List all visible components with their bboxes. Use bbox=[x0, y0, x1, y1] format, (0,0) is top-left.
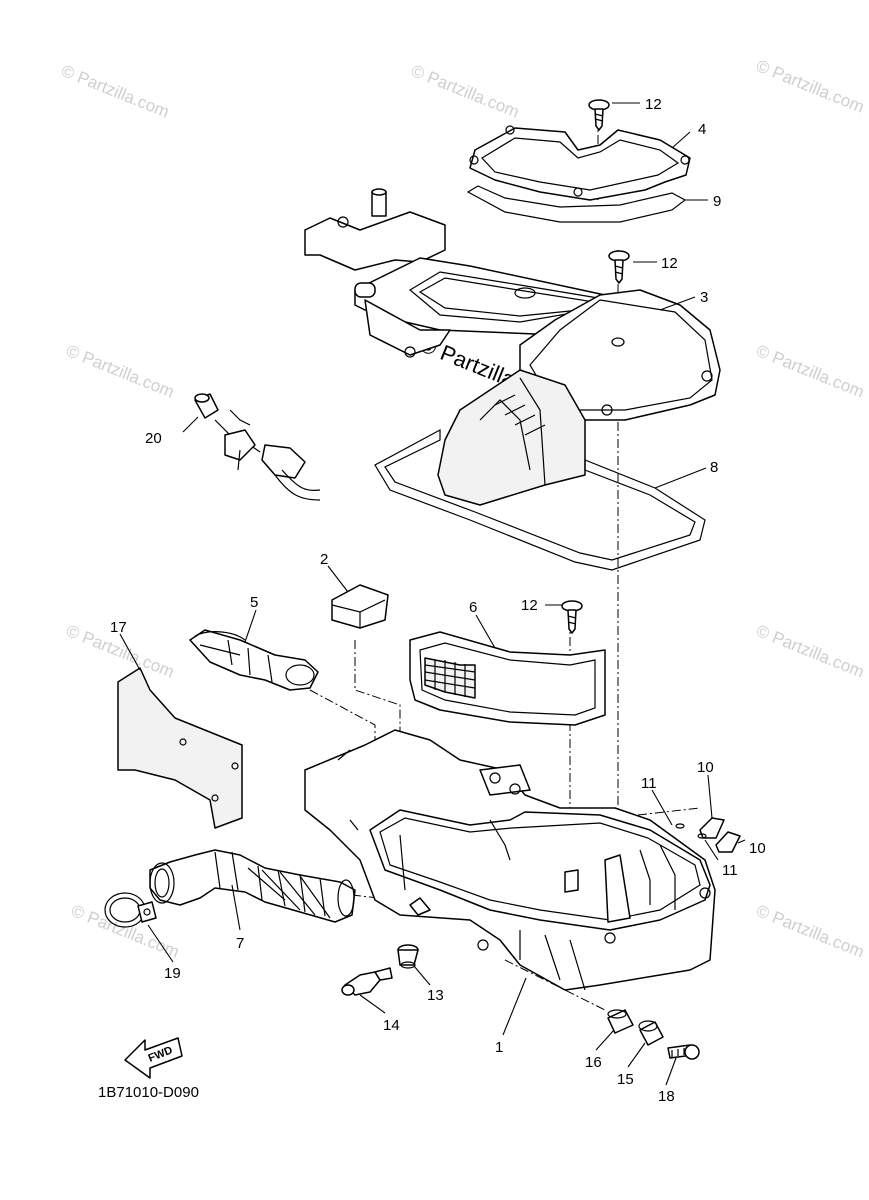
part-20-valve bbox=[194, 393, 321, 501]
callout-8: 8 bbox=[710, 459, 718, 476]
callouts: 12 4 9 12 3 8 20 2 5 6 12 17 10 11 10 11… bbox=[110, 96, 766, 1105]
part-14-sensor bbox=[341, 967, 393, 996]
part-11-ring-lower bbox=[697, 833, 707, 839]
watermark-bottom-right: © Partzilla.com bbox=[754, 901, 867, 962]
callout-12c: 12 bbox=[521, 597, 538, 614]
part-11-ring-upper bbox=[675, 823, 685, 829]
part-3-upper-case bbox=[437, 289, 721, 506]
callout-4: 4 bbox=[698, 121, 706, 138]
part-5-duct bbox=[189, 629, 319, 691]
callout-17: 17 bbox=[110, 619, 127, 636]
part-12-screw-top bbox=[588, 99, 610, 131]
part-17-plate bbox=[117, 667, 243, 829]
part-12-screw-mid bbox=[608, 250, 630, 284]
callout-5: 5 bbox=[250, 594, 258, 611]
part-13-grommet bbox=[397, 944, 419, 969]
watermark-mid-left: © Partzilla.com bbox=[64, 341, 177, 402]
part-4-cover bbox=[469, 125, 691, 201]
part-8-gasket bbox=[374, 428, 706, 571]
callout-2: 2 bbox=[320, 551, 328, 568]
part-7-hose bbox=[149, 849, 356, 923]
part-15-damper bbox=[638, 1020, 664, 1046]
part-1-lower-case bbox=[304, 729, 716, 991]
fwd-arrow-icon: FWD bbox=[124, 1037, 183, 1079]
callout-12a: 12 bbox=[645, 96, 662, 113]
callout-1: 1 bbox=[495, 1039, 503, 1056]
callout-13: 13 bbox=[427, 987, 444, 1004]
callout-18: 18 bbox=[658, 1088, 675, 1105]
callout-20: 20 bbox=[145, 430, 162, 447]
upper-bracket bbox=[304, 188, 611, 358]
callout-10a: 10 bbox=[697, 759, 714, 776]
callout-15: 15 bbox=[617, 1071, 634, 1088]
leader-lines bbox=[119, 102, 746, 1086]
callout-16: 16 bbox=[585, 1054, 602, 1071]
diagram-code: 1B71010-D090 bbox=[98, 1084, 199, 1101]
callout-7: 7 bbox=[236, 935, 244, 952]
callout-11b: 11 bbox=[722, 862, 738, 879]
callout-6: 6 bbox=[469, 599, 477, 616]
watermark-top-center: © Partzilla.com bbox=[409, 61, 522, 122]
callout-9: 9 bbox=[713, 193, 721, 210]
part-2-cap bbox=[331, 584, 389, 629]
part-16-collar bbox=[607, 1009, 634, 1034]
callout-14: 14 bbox=[383, 1017, 400, 1034]
callout-12b: 12 bbox=[661, 255, 678, 272]
watermark-mid-right: © Partzilla.com bbox=[754, 341, 867, 402]
callout-19: 19 bbox=[164, 965, 181, 982]
callout-10b: 10 bbox=[749, 840, 766, 857]
watermark-bottom-left: © Partzilla.com bbox=[69, 901, 182, 962]
part-9-gasket bbox=[466, 185, 687, 223]
part-10-clip-lower bbox=[715, 831, 741, 853]
part-10-clip-upper bbox=[699, 817, 725, 839]
part-12-screw-low bbox=[561, 600, 583, 634]
watermark-low-right: © Partzilla.com bbox=[754, 621, 867, 682]
watermark-top-right: © Partzilla.com bbox=[754, 56, 867, 117]
part-6-filter bbox=[409, 631, 606, 726]
callout-11a: 11 bbox=[641, 775, 657, 792]
part-18-bolt bbox=[667, 1044, 700, 1060]
part-19-clamp bbox=[104, 892, 157, 928]
callout-3: 3 bbox=[700, 289, 708, 306]
watermark-top-left: © Partzilla.com bbox=[59, 61, 172, 122]
